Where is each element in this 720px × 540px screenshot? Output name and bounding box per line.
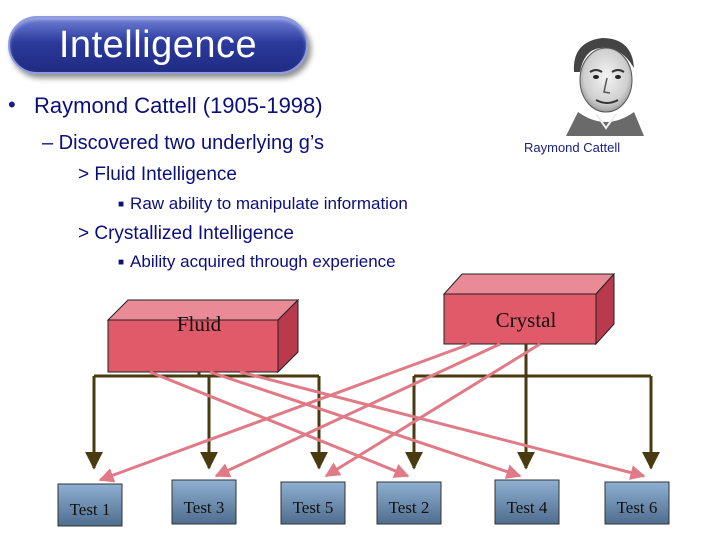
portrait-image <box>560 32 648 136</box>
test-box-1: Test 1 <box>57 483 123 527</box>
slide-title: Intelligence <box>58 24 258 66</box>
portrait-caption: Raymond Cattell <box>524 140 621 155</box>
test-box-5: Test 5 <box>280 481 346 525</box>
square-bullet-icon: ■ <box>118 257 125 269</box>
factor-diagram: Fluid Crystal <box>57 272 670 527</box>
fluid-crossload-arrows <box>149 370 646 480</box>
bullet-level2: – Discovered two underlying g’s <box>42 132 325 154</box>
test-label-3: Test 3 <box>184 498 225 517</box>
fluid-connector-tree <box>85 372 328 470</box>
test-box-3: Test 3 <box>171 479 237 525</box>
test-label-1: Test 1 <box>70 500 111 519</box>
test-label-4: Test 4 <box>507 498 548 517</box>
test-label-5: Test 5 <box>293 498 334 517</box>
test-box-4: Test 4 <box>494 479 560 525</box>
fluid-detail: Raw ability to manipulate information <box>130 194 408 213</box>
crystal-heading: > Crystallized Intelligence <box>78 223 294 244</box>
title-banner: Intelligence <box>8 16 308 74</box>
fluid-detail-row: ■ Raw ability to manipulate information <box>118 194 408 214</box>
test-box-2: Test 2 <box>376 481 442 525</box>
fluid-heading: > Fluid Intelligence <box>78 164 237 185</box>
test-label-6: Test 6 <box>617 498 658 517</box>
crystal-crossload-arrows <box>98 342 541 483</box>
crystal-detail-row: ■ Ability acquired through experience <box>118 252 396 272</box>
crystal-connector-tree <box>405 344 660 470</box>
fluid-factor-box: Fluid <box>106 298 300 374</box>
square-bullet-icon: ■ <box>118 199 125 211</box>
bullet-marker-icon: • <box>8 92 16 117</box>
fluid-label: Fluid <box>177 312 222 336</box>
test-label-2: Test 2 <box>389 498 430 517</box>
test-box-6: Test 6 <box>604 481 670 525</box>
crystal-detail: Ability acquired through experience <box>130 252 396 271</box>
crystal-label: Crystal <box>496 308 557 332</box>
bullet-level1: Raymond Cattell (1905-1998) <box>34 93 323 118</box>
crystal-factor-box: Crystal <box>442 272 616 346</box>
